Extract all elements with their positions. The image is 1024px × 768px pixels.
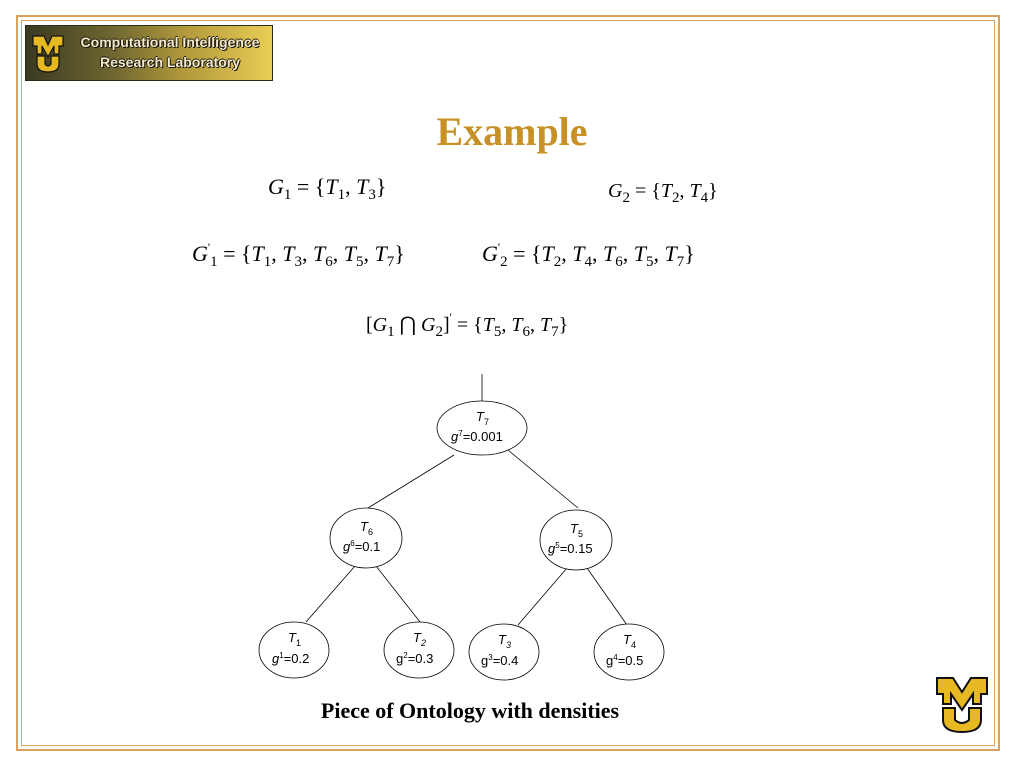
node-label: T1 [288,630,301,648]
mu-logo-icon [936,677,988,734]
tree-edge-t7-t5 [507,449,579,509]
tree-edge-t5-t3 [517,567,568,626]
eq-subscript: 6 [615,254,623,270]
eq-subscript: 7 [551,324,559,340]
eq-subscript: 2 [500,254,508,270]
eq-subscript: 1 [263,254,272,270]
node-density: g7=0.001 [451,429,503,444]
tree-node-t3: T3 g3=0.4 [468,623,540,681]
tree-edges [305,374,628,626]
eq-subscript: 5 [356,254,364,270]
lab-name-line1: Computational Intelligence [80,34,260,50]
eq-symbol: G [192,241,208,266]
tree-edge-t5-t4 [586,567,628,626]
slide-frame-outer [16,15,1000,751]
tree-edge-t7-t6 [367,454,455,509]
node-label: T2 [413,630,426,648]
lab-banner-text: Computational Intelligence Research Labo… [68,32,272,72]
eq-subscript: 1 [210,254,218,270]
lab-name-line2: Research Laboratory [99,54,241,70]
mu-logo-icon [32,35,64,73]
tree-node-t2: T2 g2=0.3 [383,621,455,679]
node-density: g4=0.5 [606,653,643,668]
eq-prime: ' [497,240,501,254]
tree-node-t7: T7 g7=0.001 [436,400,528,456]
node-label: T6 [360,519,373,537]
eq-prime: ' [207,240,211,254]
node-label: T4 [623,632,636,650]
node-density: g2=0.3 [396,651,433,666]
equation-g1: G1 = {T1, T3} [268,174,387,203]
node-label: T7 [476,409,489,427]
tree-node-t4: T4 g4=0.5 [593,623,665,681]
eq-subscript: 4 [700,190,709,206]
eq-symbol: G [608,180,623,202]
eq-subscript: 2 [622,190,630,206]
eq-symbol: G [482,241,498,266]
lab-banner: Computational Intelligence Research Labo… [25,25,273,81]
eq-symbol: G [268,174,284,199]
node-label: T5 [570,521,583,539]
eq-subscript: 2 [671,190,680,206]
eq-subscript: 2 [553,254,562,270]
node-density: g1=0.2 [272,651,309,666]
tree-node-t5: T5 g5=0.15 [539,509,613,571]
node-label: T3 [498,632,511,650]
tree-node-t1: T1 g1=0.2 [258,621,330,679]
eq-subscript: 3 [368,187,376,203]
eq-subscript: 4 [584,254,593,270]
diagram-caption: Piece of Ontology with densities [320,698,620,723]
eq-subscript: 7 [386,254,395,270]
equation-g1-prime: G'1 = {T1, T3, T6, T5, T7} [192,240,405,270]
node-density: g5=0.15 [548,541,593,556]
equation-g2: G2 = {T2, T4} [608,180,718,206]
eq-subscript: 3 [294,254,303,270]
eq-subscript: 1 [283,187,292,203]
node-density: g6=0.1 [343,539,380,554]
eq-subscript: 5 [493,324,502,340]
eq-subscript: 6 [522,324,530,340]
tree-node-t6: T6 g6=0.1 [329,507,403,569]
equation-intersection: [G1 ⋂ G2]' = {T5, T6, T7} [366,310,569,340]
slide-title: Example [436,109,588,154]
tree-edge-t6-t1 [305,565,356,623]
eq-subscript: 5 [646,254,654,270]
eq-subscript: 7 [676,254,685,270]
eq-subscript: 6 [325,254,333,270]
eq-subscript: 1 [337,187,346,203]
equation-g2-prime: G'2 = {T2, T4, T6, T5, T7} [482,240,695,270]
node-density: g3=0.4 [481,653,518,668]
slide-frame-inner [21,20,995,746]
tree-edge-t6-t2 [375,565,421,623]
